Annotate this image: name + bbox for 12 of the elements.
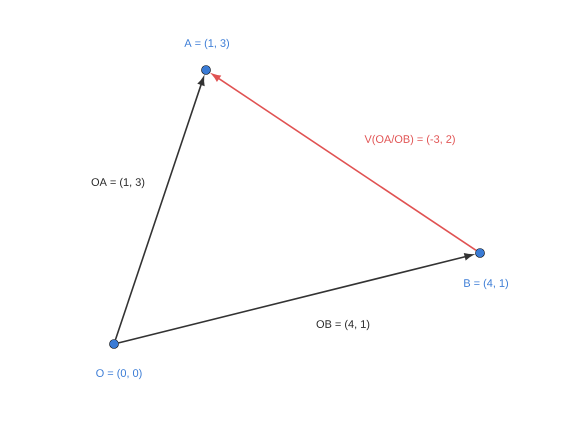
arrow xyxy=(118,253,473,344)
point-label: B = (4, 1) xyxy=(464,278,508,290)
point-label: A = (1, 3) xyxy=(184,38,229,50)
point-marker xyxy=(201,65,211,75)
point-label: O = (0, 0) xyxy=(96,368,142,380)
edge-label: OB = (4, 1) xyxy=(316,320,370,330)
edge-label: V(OA/OB) = (-3, 2) xyxy=(364,134,455,146)
point-marker xyxy=(475,248,485,258)
edge-label: OA = (1, 3) xyxy=(92,178,144,188)
arrow xyxy=(114,76,205,340)
arrow xyxy=(212,74,476,251)
point-marker xyxy=(109,339,119,349)
